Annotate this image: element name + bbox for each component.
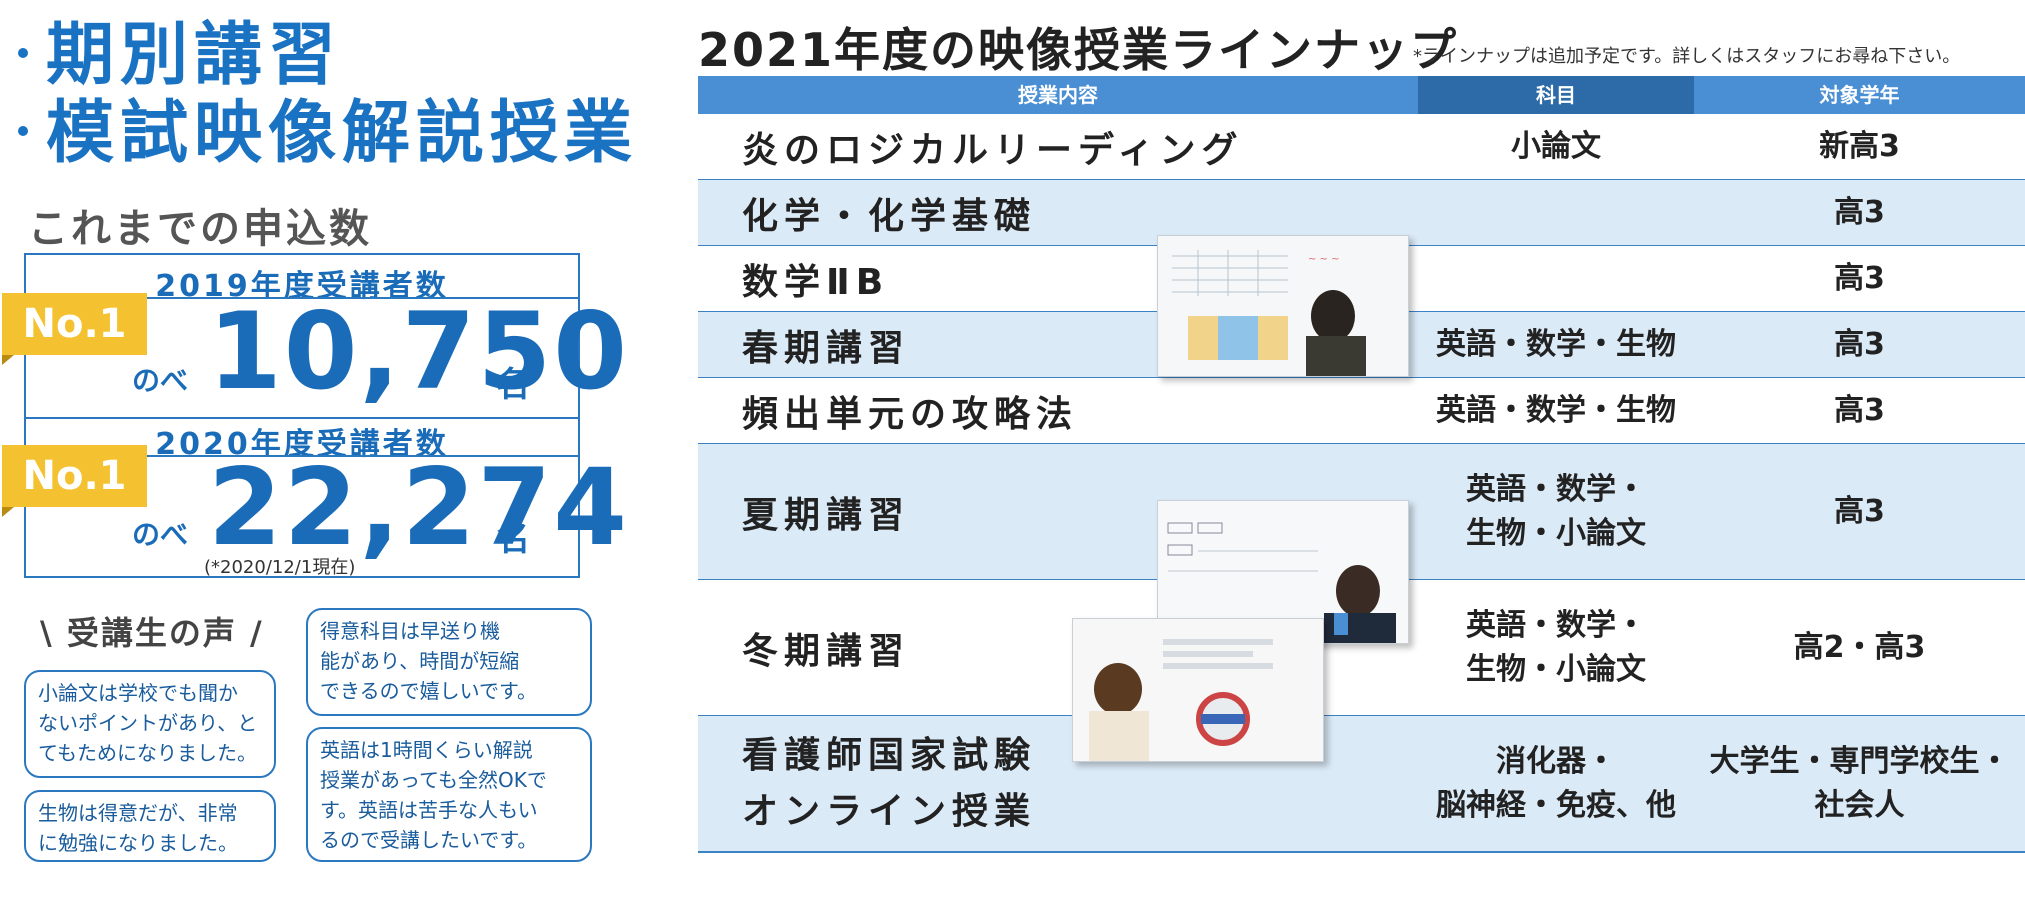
- course-name: 数学ⅡB: [742, 262, 890, 303]
- voices-title: \ 受講生の声 /: [40, 614, 264, 652]
- course-subject: 英語・数学・ 生物・小論文: [1466, 472, 1646, 551]
- stat-prefix-2020: のべ: [132, 518, 189, 551]
- stat-divider: [26, 455, 578, 457]
- voice-bubble-2: 生物は得意だが、非常 に勉強になりました。: [24, 790, 276, 862]
- stat-suffix-2020: 名: [496, 519, 530, 559]
- course-name: 冬期講習: [742, 631, 911, 672]
- course-grade: 高3: [1834, 195, 1885, 230]
- header-course: 授業内容: [698, 76, 1418, 114]
- headline-mock-exam-video: 模試映像解説授業: [18, 100, 638, 168]
- stats-box: 2019年度受講者数 No.1 のべ 10,750 名 2020年度受講者数 N…: [2, 253, 627, 578]
- stat-number-2019: 10,750: [208, 290, 630, 413]
- no1-badge-2020: No.1: [2, 445, 147, 517]
- table-row: 炎のロジカルリーディング 小論文 新高3: [698, 114, 2025, 180]
- stat-divider: [26, 417, 578, 419]
- headline-seasonal-courses: 期別講習: [18, 22, 342, 90]
- course-subject: 英語・数学・ 生物・小論文: [1466, 608, 1646, 687]
- header-subject: 科目: [1418, 76, 1694, 114]
- voice-bubble-3: 得意科目は早送り機 能があり、時間が短縮 できるので嬉しいです。: [306, 608, 592, 716]
- course-grade: 高3: [1834, 327, 1885, 362]
- lecture-screen-icon: ~ ~ ~: [1158, 236, 1408, 376]
- course-grade: 高3: [1834, 393, 1885, 428]
- course-name: 炎のロジカルリーディング: [742, 130, 1244, 171]
- stat-divider: [26, 297, 578, 299]
- course-subject: 消化器・ 脳神経・免疫、他: [1436, 744, 1676, 823]
- course-grade: 高3: [1834, 494, 1885, 529]
- lineup-title: 2021年度の映像授業ラインナップ: [698, 23, 1459, 77]
- course-name: 春期講習: [742, 328, 911, 369]
- stat-number-2020: 22,274: [208, 446, 630, 569]
- stat-note-2020: (*2020/12/1現在): [204, 557, 356, 578]
- voice-bubble-4: 英語は1時間くらい解説 授業があっても全然OKで す。英語は苦手な人もい るので…: [306, 727, 592, 862]
- svg-text:~ ~ ~: ~ ~ ~: [1308, 254, 1340, 265]
- course-name-line1: 看護師国家試験: [742, 735, 1037, 776]
- course-name: 化学・化学基礎: [742, 196, 1037, 237]
- row-divider: [698, 851, 2025, 853]
- course-subject: [1418, 246, 1694, 312]
- table-row: 看護師国家試験オンライン授業 消化器・ 脳神経・免疫、他大学生・専門学校生・ 社会…: [698, 716, 2025, 852]
- table-row: 頻出単元の攻略法 英語・数学・生物 高3: [698, 378, 2025, 444]
- stat-prefix-2019: のべ: [132, 364, 189, 397]
- video-thumbnail-math: ~ ~ ~: [1157, 235, 1409, 377]
- table-row: 冬期講習 英語・数学・ 生物・小論文 高2・高3: [698, 580, 2025, 716]
- course-subject: [1418, 180, 1694, 246]
- course-grade: 高2・高3: [1793, 630, 1926, 665]
- course-name: 夏期講習: [742, 495, 911, 536]
- course-name: 看護師国家試験オンライン授業: [742, 716, 1036, 852]
- course-subject: 英語・数学・生物: [1436, 327, 1676, 362]
- course-subject: 英語・数学・生物: [1436, 393, 1676, 428]
- bullet-dot-icon: [18, 126, 28, 137]
- no1-badge-2019: No.1: [2, 293, 147, 365]
- lecture-screen-icon: [1073, 619, 1323, 761]
- course-subject: 小論文: [1511, 129, 1601, 164]
- voice-bubble-1: 小論文は学校でも聞か ないポイントがあり、と てもためになりました。: [24, 670, 276, 778]
- course-grade: 新高3: [1819, 129, 1900, 164]
- header-grade: 対象学年: [1694, 76, 2025, 114]
- stat-suffix-2019: 名: [496, 365, 530, 405]
- course-grade: 大学生・専門学校生・ 社会人: [1709, 744, 2010, 823]
- course-name-line2: オンライン授業: [742, 791, 1037, 832]
- lineup-note: *ラインナップは追加予定です。詳しくはスタッフにお尋ね下さい。: [1413, 46, 1961, 67]
- bullet-dot-icon: [18, 48, 28, 59]
- course-grade: 高3: [1834, 261, 1885, 296]
- video-thumbnail-winter: [1072, 618, 1324, 762]
- applications-heading: これまでの申込数: [28, 206, 372, 252]
- course-name: 頻出単元の攻略法: [742, 394, 1079, 435]
